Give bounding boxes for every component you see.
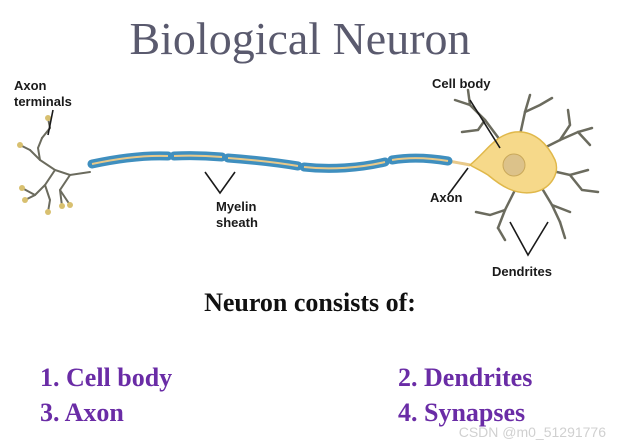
myelin-highlight <box>91 154 449 170</box>
label-cell-body: Cell body <box>432 76 491 91</box>
label-axon: Axon <box>430 190 463 205</box>
nucleus <box>502 153 526 177</box>
label-myelin-sheath: Myelin sheath <box>216 199 258 230</box>
page-title: Biological Neuron <box>129 13 471 64</box>
list-item-synapses: 4. Synapses <box>398 398 526 427</box>
axon-terminals-branches <box>19 117 91 213</box>
neuron-illustration <box>17 88 600 257</box>
axon-terminal-bulbs <box>17 115 73 215</box>
list-item-cell-body: 1. Cell body <box>40 363 173 392</box>
list-item-dendrites: 2. Dendrites <box>398 363 533 392</box>
subheading: Neuron consists of: <box>204 288 416 317</box>
label-axon-terminals: Axon terminals <box>14 78 72 109</box>
list-item-axon: 3. Axon <box>40 398 124 427</box>
watermark: CSDN @m0_51291776 <box>458 424 606 440</box>
pointer-lines <box>47 99 549 257</box>
label-dendrites: Dendrites <box>492 264 552 279</box>
dendrite-branches <box>453 88 600 242</box>
